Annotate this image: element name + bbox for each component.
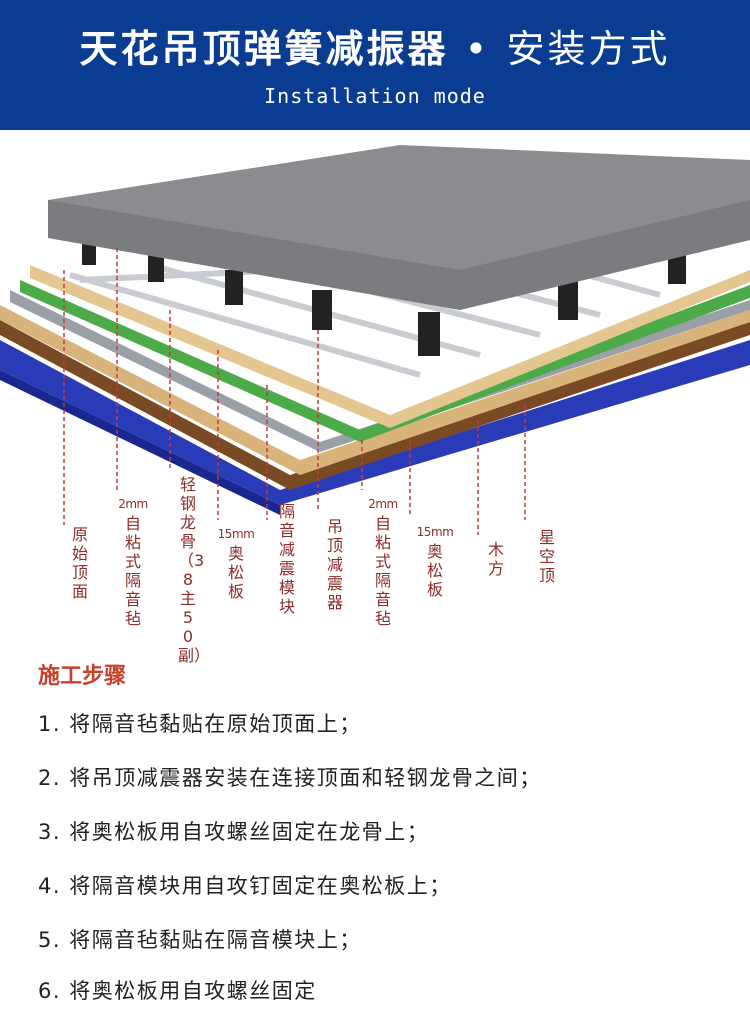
step-item: 2. 将吊顶减震器安装在连接顶面和轻钢龙骨之间； [38, 766, 542, 790]
page-title: 天花吊顶弹簧减振器 • 安装方式 [0, 18, 750, 73]
label-module: 隔音减震模块 [278, 502, 295, 616]
layer-felt-2 [10, 290, 750, 452]
step-item: 6. 将奥松板用自攻螺丝固定 [38, 979, 317, 1003]
steps-title: 施工步骤 [38, 664, 127, 689]
title-sub: 安装方式 [506, 27, 671, 71]
title-dot: • [464, 27, 491, 71]
label-star-ceiling: 星空顶 [538, 528, 555, 585]
step-item: 1. 将隔音毡黏贴在原始顶面上； [38, 712, 362, 736]
label-damper: 吊顶减震器 [326, 517, 343, 612]
layer-wood [0, 320, 750, 490]
label-keel: 轻钢龙骨（38主50副） [178, 475, 211, 665]
layer-osb-2 [0, 305, 750, 475]
page-subtitle: Installation mode [264, 84, 486, 108]
title-main: 天花吊顶弹簧减振器 [79, 27, 449, 71]
leader-lines [63, 248, 526, 535]
label-wood: 木方 [487, 540, 504, 578]
step-item: 5. 将隔音毡黏贴在隔音模块上； [38, 928, 362, 952]
label-original-ceiling: 原始顶面 [71, 525, 88, 601]
layer-star-ceiling [0, 340, 750, 505]
layer-illustration [0, 145, 750, 535]
step-item: 4. 将隔音模块用自攻钉固定在奥松板上； [38, 874, 452, 898]
step-item: 3. 将奥松板用自攻螺丝固定在龙骨上； [38, 820, 430, 844]
header-banner: 天花吊顶弹簧减振器 • 安装方式 Installation mode [0, 0, 750, 130]
